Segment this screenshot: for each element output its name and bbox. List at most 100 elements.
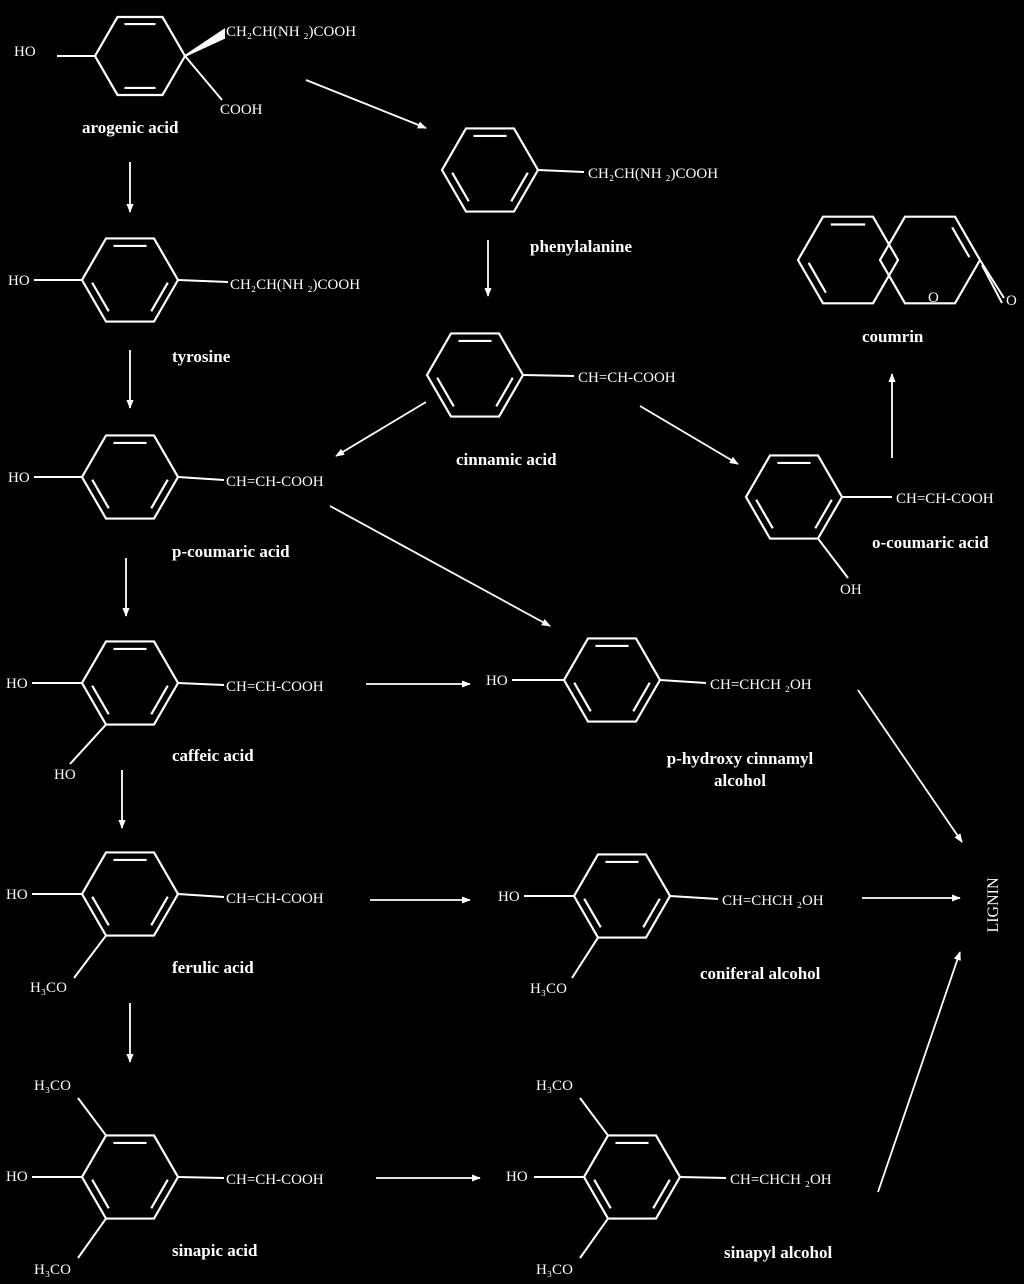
sinapyl-ho-group: HO (506, 1169, 528, 1185)
cinnamic-side-bond (522, 374, 575, 377)
sinapic-h3co-bottom-bond (77, 1217, 107, 1259)
sinapic-ring (80, 1134, 180, 1220)
sinapyl-h3co-top-bond (579, 1097, 609, 1137)
coniferal-side-bond (669, 895, 719, 900)
o-coumaric-acid-label: o-coumaric acid (872, 533, 989, 552)
sinapic-ring-double-bond (150, 1179, 169, 1209)
phenylalanine-label: phenylalanine (530, 237, 632, 256)
coumarin-carbonyl-bond-2 (981, 264, 1003, 304)
caffeic-ho2-bond (69, 723, 107, 765)
p-coumaric-ring-double-bond (150, 479, 169, 509)
sinapic-acid-label: sinapic acid (172, 1241, 258, 1260)
cinnamic-side-chain: CH=CH-COOH (578, 370, 676, 386)
coumarin-pyrone-ring-double-bond (951, 226, 971, 258)
ferulic-ring (80, 851, 180, 937)
tyrosine-ring (80, 237, 180, 323)
p-coumaric-ho-group: HO (8, 470, 30, 486)
caffeic-side-chain: CH=CH-COOH (226, 679, 324, 695)
phenylalanine-ring-double-bond (451, 172, 470, 202)
o-coumaric-oh-group: OH (840, 582, 862, 598)
ferulic-ho-group: HO (6, 887, 28, 903)
p-hydroxy-cinnamyl-side-bond (659, 679, 707, 684)
arrow-sinapyl-alcohol-to-lignin (877, 951, 961, 1193)
caffeic-ho-group-2: HO (54, 767, 76, 783)
p-hydroxy-cinnamyl-side-chain: CH=CHCH ₂OH (710, 677, 812, 693)
sinapic-side-chain: CH=CH-COOH (226, 1172, 324, 1188)
arrow-p-coumaric-acid-to-p-hydroxy-cinnamyl-alcohol (329, 505, 551, 627)
sinapyl-alcohol-label: sinapyl alcohol (724, 1243, 832, 1262)
coumarin-benzo-ring-double-bond (807, 262, 827, 294)
ferulic-h3co-bond (73, 934, 107, 979)
caffeic-ring-double-bond (150, 685, 169, 715)
arogenic-acid-label: arogenic acid (82, 118, 179, 137)
p-hydroxy-cinnamyl-label-line1: p-hydroxy cinnamyl (667, 749, 814, 768)
caffeic-ho-group: HO (6, 676, 28, 692)
sinapic-ho-group: HO (6, 1169, 28, 1185)
cinnamic-acid-label: cinnamic acid (456, 450, 557, 469)
tyrosine-ring-double-bond (91, 282, 110, 312)
p-hydroxy-cinnamyl-ring-double-bond (573, 682, 592, 712)
o-coumaric-side-chain: CH=CH-COOH (896, 491, 994, 507)
cinnamic-ring-double-bond (495, 377, 514, 407)
p-coumaric-ring-double-bond (91, 479, 110, 509)
coumarin-pyrone-ring (878, 215, 982, 305)
sinapic-h3co-top-group: H₃CO (34, 1078, 71, 1094)
sinapyl-h3co-bottom-group: H₃CO (536, 1262, 573, 1278)
cinnamic-ring-double-bond (436, 377, 455, 407)
arogenic-ring (93, 15, 187, 97)
caffeic-acid-label: caffeic acid (172, 746, 254, 765)
ferulic-side-chain: CH=CH-COOH (226, 891, 324, 907)
arrow-arogenic-acid-to-phenylalanine (305, 79, 427, 129)
tyrosine-side-chain: CH₂CH(NH ₂)COOH (230, 277, 360, 293)
coniferal-ring (572, 853, 672, 939)
arogenic-wedge-bond (184, 28, 225, 57)
p-coumaric-side-bond (177, 476, 225, 481)
coniferal-h3co-group: H₃CO (530, 981, 567, 997)
ring-structures (80, 15, 982, 1220)
sinapic-ring-double-bond (91, 1179, 110, 1209)
coniferal-h3co-bond (571, 937, 599, 979)
coumarin-carbonyl-bond (979, 259, 1005, 299)
coniferal-side-chain: CH=CHCH ₂OH (722, 893, 824, 909)
sinapyl-h3co-bottom-bond (579, 1217, 609, 1259)
cinnamic-ring (425, 332, 525, 418)
coniferal-ho-group: HO (498, 889, 520, 905)
ferulic-acid-label: ferulic acid (172, 958, 254, 977)
coumarin-carbonyl-oxygen: O (1006, 293, 1017, 309)
tyrosine-label: tyrosine (172, 347, 231, 366)
sinapyl-ring-double-bond (593, 1179, 612, 1209)
sinapic-h3co-top-bond (77, 1097, 107, 1137)
phenylalanine-ring (440, 127, 540, 213)
p-coumaric-side-chain: CH=CH-COOH (226, 474, 324, 490)
coumarin-label: coumrin (862, 327, 924, 346)
caffeic-ring (80, 640, 180, 726)
arrow-cinnamic-acid-to-o-coumaric-acid (639, 405, 739, 465)
tyrosine-side-bond (177, 279, 229, 283)
o-coumaric-ring-double-bond (814, 499, 833, 529)
lignin-label: LIGNIN (985, 877, 1002, 933)
p-hydroxy-cinnamyl-label-line2: alcohol (714, 771, 766, 790)
caffeic-ring-double-bond (91, 685, 110, 715)
tyrosine-ho-group: HO (8, 273, 30, 289)
arogenic-ho-group: HO (14, 44, 36, 60)
o-coumaric-ring (744, 454, 844, 540)
sinapyl-h3co-top-group: H₃CO (536, 1078, 573, 1094)
coumarin-benzo-ring (796, 215, 900, 305)
reaction-arrows (118, 79, 963, 1193)
coniferal-alcohol-label: coniferal alcohol (700, 964, 821, 983)
sinapyl-side-chain: CH=CHCH ₂OH (730, 1172, 832, 1188)
sinapic-side-bond (177, 1176, 225, 1179)
ferulic-side-bond (177, 893, 225, 898)
phenylalanine-side-bond (537, 169, 585, 173)
ferulic-ring-double-bond (150, 896, 169, 926)
p-hydroxy-cinnamyl-ring-double-bond (632, 682, 651, 712)
ferulic-h3co-group: H₃CO (30, 980, 67, 996)
arogenic-cooh-bond (184, 55, 223, 101)
phenylalanine-side-chain: CH₂CH(NH ₂)COOH (588, 166, 718, 182)
o-coumaric-ring-double-bond (755, 499, 774, 529)
o-coumaric-oh-bond (817, 537, 849, 579)
sinapyl-side-bond (679, 1176, 727, 1179)
p-hydroxy-cinnamyl-ring (562, 637, 662, 723)
p-coumaric-ring (80, 434, 180, 520)
